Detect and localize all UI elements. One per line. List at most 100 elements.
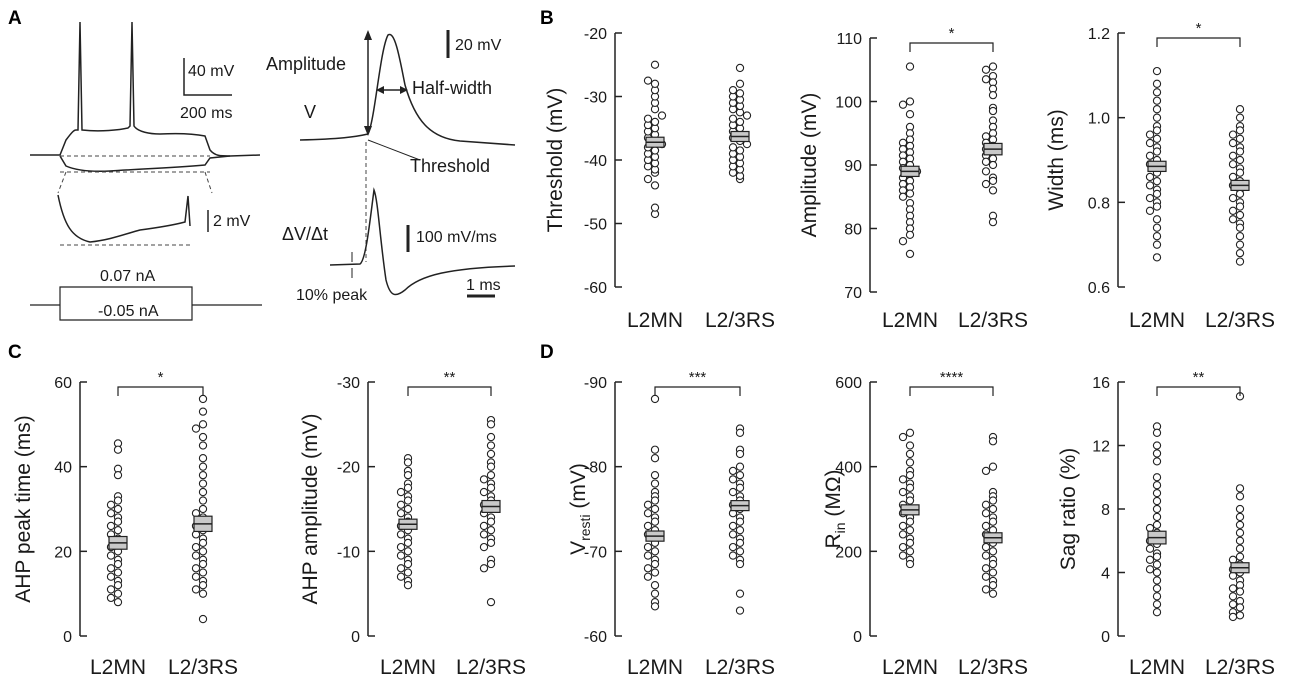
data-point [650, 517, 660, 526]
data-point [650, 504, 660, 514]
data-point [113, 559, 123, 569]
category-label: L2/3RS [958, 309, 1028, 332]
data-point [479, 521, 489, 531]
data-point [1145, 544, 1155, 553]
data-point [198, 487, 208, 497]
data-point [191, 542, 201, 552]
data-point [198, 420, 208, 429]
data-point [403, 568, 413, 577]
y-tick-label: 0.8 [1088, 195, 1110, 212]
data-point [198, 568, 208, 577]
data-point [1152, 592, 1162, 601]
data-point [396, 530, 406, 539]
data-point [650, 496, 660, 505]
data-point [486, 441, 496, 450]
data-point [1235, 528, 1245, 537]
data-point [905, 189, 915, 198]
data-point [106, 521, 116, 531]
data-point [735, 483, 745, 492]
data-point [1228, 215, 1238, 224]
data-point [981, 521, 991, 531]
data-point [988, 517, 998, 526]
data-point [728, 475, 738, 484]
significance-bracket [117, 386, 204, 396]
data-point [1152, 189, 1162, 199]
data-point [735, 462, 745, 471]
data-point [1152, 253, 1162, 262]
significance-bracket [909, 386, 994, 396]
y-tick-label: -60 [584, 280, 607, 297]
data-point [1152, 488, 1162, 498]
data-point [198, 394, 208, 404]
data-point [1235, 240, 1245, 249]
y-tick-label: 110 [836, 31, 862, 48]
data-point [1235, 544, 1245, 553]
data-point [106, 509, 116, 518]
data-point [981, 500, 991, 509]
hyperpolarizing-trace [59, 155, 231, 172]
data-point [742, 111, 752, 120]
data-point [905, 249, 915, 259]
data-point [403, 559, 413, 569]
data-point [198, 479, 208, 488]
y-tick-label: 16 [1092, 375, 1110, 392]
data-point [988, 160, 998, 170]
y-tick-label: 0 [351, 629, 360, 646]
label-half-width: Half-width [412, 78, 492, 98]
data-point [650, 117, 660, 127]
data-point [1145, 193, 1155, 203]
data-point [905, 230, 915, 239]
significance-bracket [909, 42, 994, 52]
panel-a-ap [299, 30, 516, 298]
data-point [898, 542, 908, 552]
label-200ms: 200 ms [180, 105, 232, 122]
data-point [1235, 232, 1245, 241]
data-point [113, 470, 123, 480]
data-point [650, 60, 660, 69]
significance-bracket [1156, 37, 1241, 47]
data-point [1145, 555, 1155, 564]
data-point [1235, 155, 1245, 165]
data-point [106, 564, 116, 573]
significance-label: **** [940, 369, 964, 386]
y-axis-title: Rin (MΩ) [822, 469, 848, 548]
category-label: L2MN [90, 656, 146, 679]
y-tick-label: -40 [584, 153, 607, 170]
data-point [113, 517, 123, 526]
data-point [898, 432, 908, 442]
data-point [113, 526, 123, 535]
data-point [643, 542, 653, 552]
data-point [191, 551, 201, 560]
significance-label: ** [1193, 369, 1205, 386]
data-point [1152, 232, 1162, 241]
data-point [728, 551, 738, 560]
data-point [988, 62, 998, 71]
data-point [106, 585, 116, 594]
y-tick-label: 4 [1101, 566, 1110, 583]
dvdt-trace [329, 187, 516, 296]
data-point [486, 462, 496, 471]
y-tick-label: -50 [584, 217, 607, 234]
data-point [643, 500, 653, 509]
data-point [486, 559, 496, 569]
data-point [650, 479, 660, 488]
data-point [1145, 523, 1155, 533]
y-axis-title: Width (ms) [1045, 109, 1068, 211]
data-point [191, 585, 201, 594]
significance-label: ** [444, 369, 456, 386]
data-point [657, 111, 667, 120]
data-point [1145, 565, 1155, 574]
data-point [113, 597, 123, 607]
data-point [191, 572, 201, 581]
data-point [905, 538, 915, 548]
data-point [479, 564, 489, 573]
panel-letter-b: B [540, 8, 554, 29]
data-point [650, 181, 660, 190]
data-point [198, 589, 208, 598]
y-tick-label: 1.2 [1088, 26, 1110, 43]
data-point [403, 496, 413, 505]
significance-label: * [1196, 20, 1202, 37]
data-point [735, 589, 745, 598]
data-point [1152, 215, 1162, 224]
